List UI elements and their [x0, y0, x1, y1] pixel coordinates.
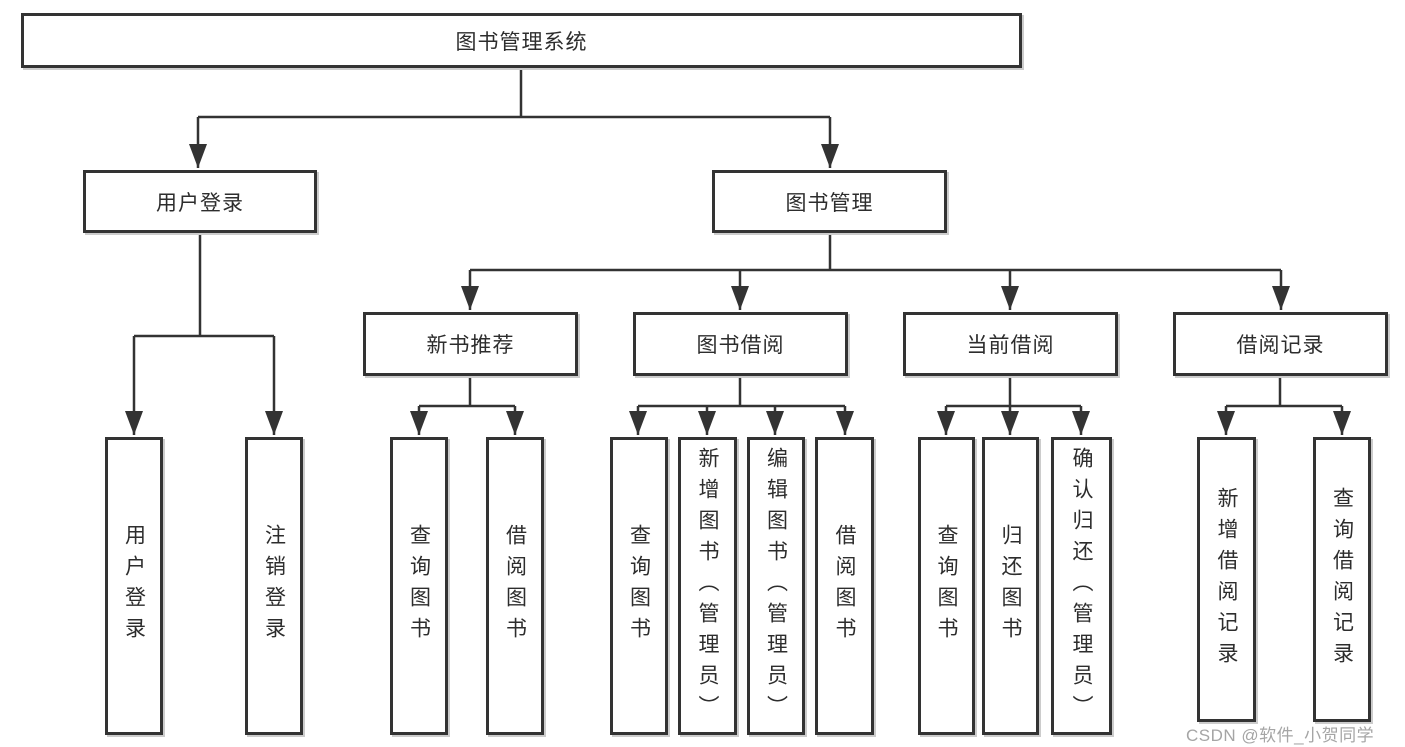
- node-label: 图书管理: [785, 191, 874, 215]
- node-book-management: 图书管理: [712, 170, 947, 233]
- root-node: 图书管理系统: [21, 13, 1022, 68]
- leaf-label: 注销登录: [262, 524, 286, 648]
- leaf-label: 查询借阅记录: [1330, 486, 1354, 673]
- node-label: 当前借阅: [966, 334, 1055, 357]
- leaf-label: 新增借阅记录: [1215, 486, 1238, 673]
- leaf-label: 查询图书: [935, 524, 958, 648]
- node-label: 图书借阅: [696, 334, 785, 357]
- node-user-login: 用户登录: [83, 170, 317, 233]
- csdn-watermark: CSDN @软件_小贺同学: [1186, 726, 1375, 745]
- node-label: 新书推荐: [426, 334, 515, 357]
- leaf-label: 借阅图书: [833, 524, 856, 648]
- leaf-borrow-book-recommend: 借阅图书: [486, 437, 544, 735]
- leaf-label: 确认归还（管理员）: [1070, 446, 1093, 726]
- leaf-query-book-current: 查询图书: [918, 437, 975, 735]
- leaf-return-book: 归还图书: [982, 437, 1039, 735]
- leaf-add-book-admin: 新增图书（管理员）: [678, 437, 737, 735]
- leaf-label: 新增图书（管理员）: [696, 446, 719, 726]
- node-book-borrow: 图书借阅: [633, 312, 848, 376]
- leaf-label: 归还图书: [999, 524, 1022, 648]
- root-node-label: 图书管理系统: [455, 30, 588, 54]
- leaf-query-book-borrow: 查询图书: [610, 437, 668, 735]
- node-new-book-recommend: 新书推荐: [363, 312, 578, 376]
- node-label: 借阅记录: [1236, 334, 1325, 357]
- leaf-logout: 注销登录: [245, 437, 303, 735]
- leaf-label: 借阅图书: [503, 524, 527, 648]
- node-label: 用户登录: [156, 191, 244, 215]
- node-current-borrow: 当前借阅: [903, 312, 1118, 376]
- leaf-borrow-book: 借阅图书: [815, 437, 874, 735]
- leaf-label: 用户登录: [122, 524, 146, 648]
- leaf-query-borrow-record: 查询借阅记录: [1313, 437, 1371, 722]
- leaf-user-login: 用户登录: [105, 437, 163, 735]
- leaf-query-book-recommend: 查询图书: [390, 437, 448, 735]
- leaf-label: 编辑图书（管理员）: [764, 446, 788, 726]
- node-borrow-records: 借阅记录: [1173, 312, 1388, 376]
- leaf-edit-book-admin: 编辑图书（管理员）: [747, 437, 805, 735]
- leaf-label: 查询图书: [627, 524, 651, 648]
- leaf-confirm-return-admin: 确认归还（管理员）: [1051, 437, 1112, 735]
- leaf-label: 查询图书: [407, 524, 431, 648]
- leaf-add-borrow-record: 新增借阅记录: [1197, 437, 1256, 722]
